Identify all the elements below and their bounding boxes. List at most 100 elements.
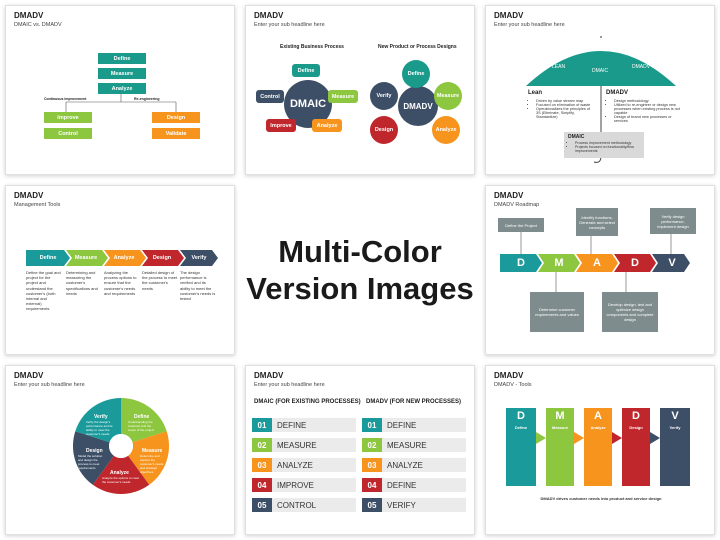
dmadv-node-verify: Verify [370,82,398,110]
slide-title: DMADV [14,11,44,20]
dmadv-node-define: Define [402,60,430,88]
flow-node-design: Design [152,112,200,123]
dmaic-item: Projects focused on functionality/flow i… [575,145,642,153]
cycle-verify: Verify [94,414,108,420]
tool-name: Measure [551,424,569,430]
slide-thumb-umbrella[interactable]: DMADV Enter your sub headline here LEAN … [485,5,715,175]
step-note: Define the goal and project for the proj… [26,270,61,312]
flow-node-control: Control [44,128,92,139]
tool-name: Analyze [590,424,606,430]
row-label: MEASURE [387,440,427,450]
dmadv-node-measure: Measure [434,82,462,110]
dmaic-center: DMAIC [289,98,327,110]
right-list-row: 02 MEASURE [362,438,466,452]
branch-label-right: Re-engineering [134,97,160,101]
slide-title: DMADV [494,191,524,200]
step-note: The design performance is verified and i… [180,270,216,301]
lean-item: Focused on elimination of waste [536,103,594,107]
cycle-note: Verify the design's performance and its … [86,420,113,436]
slide-subtitle: Enter your sub headline here [254,22,325,28]
slide-thumb-dmaic-vs-dmadv[interactable]: DMADV DMAIC vs. DMADV Define Measure Ana… [5,5,235,175]
slide-thumb-management-tools[interactable]: DMADV Management Tools Define Measure An… [5,185,235,355]
tool-letter: D [517,410,525,422]
tool-letter: D [632,410,640,422]
right-list-heading: DMADV (FOR NEW PROCESSES) [366,399,462,405]
umbrella-label-dmaic: DMAIC [592,68,609,74]
cycle-note: Determine and capture the customer's nee… [140,454,164,474]
dmadv-item: Design of brand new processes or service… [614,115,680,123]
row-number: 02 [362,438,382,452]
slide-thumb-process-comparison[interactable]: DMADV Enter your sub headline here Exist… [245,5,475,175]
dmadv-item: Utilized to re-engineer or design new pr… [614,103,680,115]
slide-thumb-numbered-lists[interactable]: DMADV Enter your sub headline here DMAIC… [245,365,475,535]
step-note: Analyzing the process options to ensure … [104,270,137,296]
tool-letter: A [594,410,602,422]
dmadv-item: Design methodology [614,99,680,103]
cycle-analyze: Analyze [110,470,129,476]
right-list-row: 03 ANALYZE [362,458,466,472]
cycle-donut [72,397,170,494]
flow-node-analyze: Analyze [98,83,146,94]
dmadv-heading: DMADV [606,90,628,96]
lean-item: Driven by value stream map [536,99,594,103]
dmaic-dmadv-diagrams [284,80,438,128]
row-label: DEFINE [277,420,307,430]
flow-node-define: Define [98,53,146,64]
tool-name: Verify [669,424,681,430]
left-heading: Existing Business Process [280,44,344,50]
dmadv-node-design: Design [370,116,398,144]
dmaic-node-measure: Measure [328,90,358,103]
slide-subtitle: DMAIC vs. DMADV [14,22,62,28]
tool-name: Design [629,424,643,430]
tool-column-measure: M Measure [546,408,574,486]
dmaic-box: DMAIC Process improvement methodology Pr… [564,132,644,158]
step-measure: Measure [74,255,98,261]
slide-title: DMADV [14,191,44,200]
roadmap-letter-d: D [517,257,525,269]
lean-list: Driven by value stream map Focused on el… [530,99,594,119]
left-list-row: 03 ANALYZE [252,458,356,472]
row-number: 02 [252,438,272,452]
roadmap-letter-v: V [668,257,676,269]
tool-column-verify: V Verify [660,408,690,486]
row-number: 03 [362,458,382,472]
step-verify: Verify [191,255,207,261]
step-define: Define [39,255,57,261]
center-caption-line1: Multi-Color [278,233,442,269]
row-number: 03 [252,458,272,472]
slide-thumb-cycle[interactable]: DMADV Enter your sub headline here Defin… [5,365,235,535]
row-number: 05 [362,498,382,512]
umbrella-label-dmadv: DMADV [632,64,651,70]
row-label: DEFINE [387,480,417,490]
slide-title: DMADV [254,371,284,380]
roadmap-note-top: Identify functions, Generate and select … [576,208,618,236]
row-label: ANALYZE [277,460,313,470]
row-label: IMPROVE [277,480,314,490]
dmadv-center: DMADV [403,101,433,111]
slide-subtitle: Management Tools [14,202,61,208]
chevron-steps [26,250,218,266]
step-note: Determining and measuring the customer's… [66,270,98,296]
left-list-heading: DMAIC (FOR EXISTING PROCESSES) [254,399,361,405]
row-number: 05 [252,498,272,512]
dmaic-node-define: Define [292,64,320,77]
step-analyze: Analyze [113,255,135,261]
slide-thumb-roadmap[interactable]: DMADV DMADV Roadmap D M A D V Define the… [485,185,715,355]
slide-title: DMADV [494,11,524,20]
flow-node-measure: Measure [98,68,146,79]
tools-footer: DMADV drives customer needs into product… [540,496,662,501]
slide-subtitle: DMADV - Tools [494,382,532,388]
lean-item: Operationalizes the principles of 3S (El… [536,107,594,119]
row-label: CONTROL [277,500,317,510]
umbrella-label-lean: LEAN [552,64,566,70]
slide-subtitle: Enter your sub headline here [494,22,565,28]
slide-thumb-tools[interactable]: DMADV DMADV - Tools D Define M Measure A… [485,365,715,535]
cycle-note: Analyze the options to meet the customer… [102,476,140,484]
row-label: ANALYZE [387,460,423,470]
left-list-row: 05 CONTROL [252,498,356,512]
row-label: MEASURE [277,440,317,450]
tool-column-analyze: A Analyze [584,408,612,486]
dmaic-item: Process improvement methodology [575,141,642,145]
